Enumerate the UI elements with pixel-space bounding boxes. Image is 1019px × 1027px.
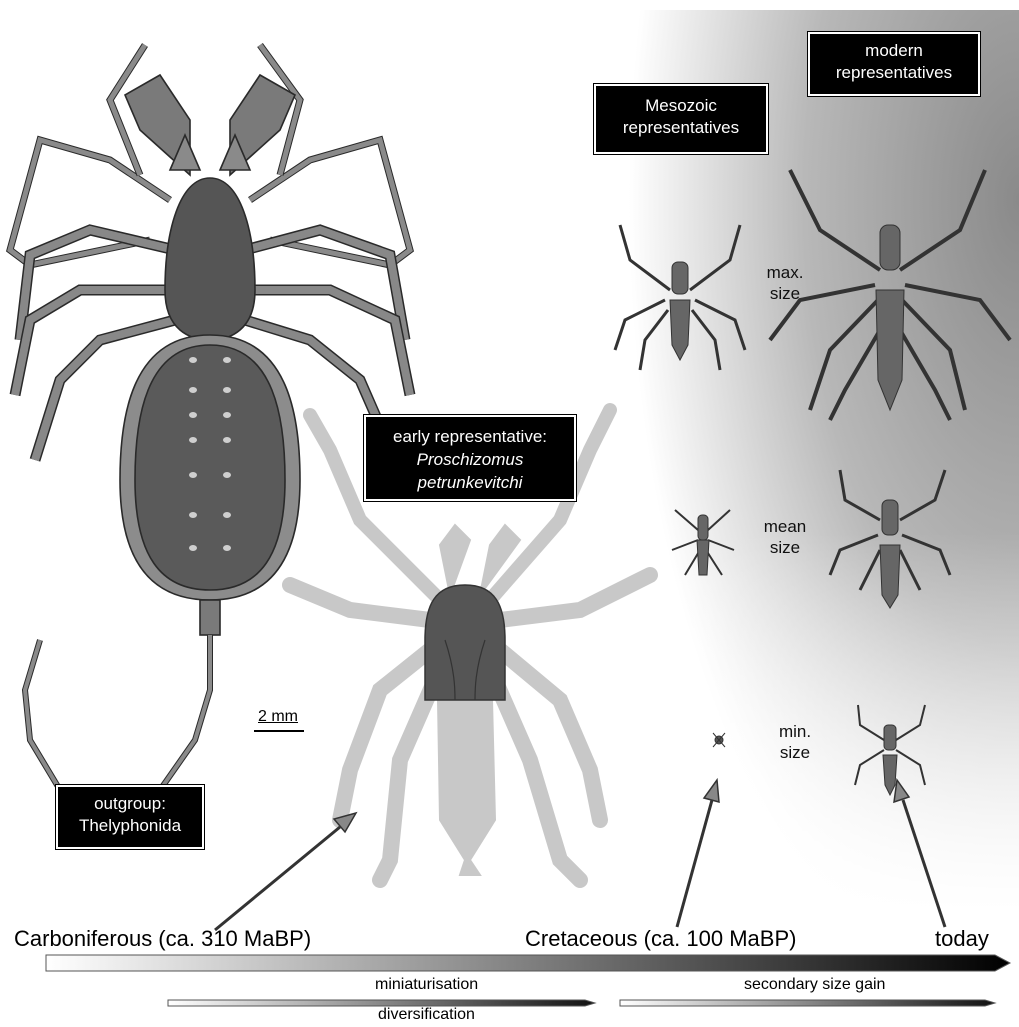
min-line-1: min. — [760, 721, 830, 742]
min-line-2: size — [760, 742, 830, 763]
mesozoic-representatives-label: Mesozoic representatives — [594, 84, 768, 154]
outgroup-name: Thelyphonida — [68, 815, 192, 837]
outgroup-label: outgroup: Thelyphonida — [56, 785, 204, 849]
modern-line-1: modern — [820, 40, 968, 62]
max-size-label: max. size — [750, 262, 820, 304]
early-line-1: early representative: — [376, 425, 564, 448]
max-line-1: max. — [750, 262, 820, 283]
timeline-cretaceous: Cretaceous (ca. 100 MaBP) — [525, 926, 796, 952]
secondary-size-gain-label: secondary size gain — [744, 976, 885, 994]
modern-representatives-label: modern representatives — [808, 32, 980, 96]
timeline-carboniferous: Carboniferous (ca. 310 MaBP) — [14, 926, 311, 952]
timeline-today: today — [935, 926, 989, 952]
min-size-label: min. size — [760, 721, 830, 763]
early-representative-label: early representative: Proschizomus petru… — [364, 415, 576, 501]
thelyphonida-illustration — [10, 45, 410, 810]
mean-line-2: size — [750, 537, 820, 558]
early-genus: Proschizomus — [376, 448, 564, 471]
mesozoic-line-2: representatives — [606, 117, 756, 139]
outgroup-line-1: outgroup: — [68, 793, 192, 815]
modern-line-2: representatives — [820, 62, 968, 84]
early-species: petrunkevitchi — [376, 471, 564, 494]
mean-size-label: mean size — [750, 516, 820, 558]
mesozoic-line-1: Mesozoic — [606, 95, 756, 117]
max-line-2: size — [750, 283, 820, 304]
miniaturisation-label: miniaturisation — [375, 976, 478, 994]
mean-line-1: mean — [750, 516, 820, 537]
diversification-label: diversification — [378, 1006, 475, 1024]
scale-bar-label: 2 mm — [258, 708, 298, 726]
